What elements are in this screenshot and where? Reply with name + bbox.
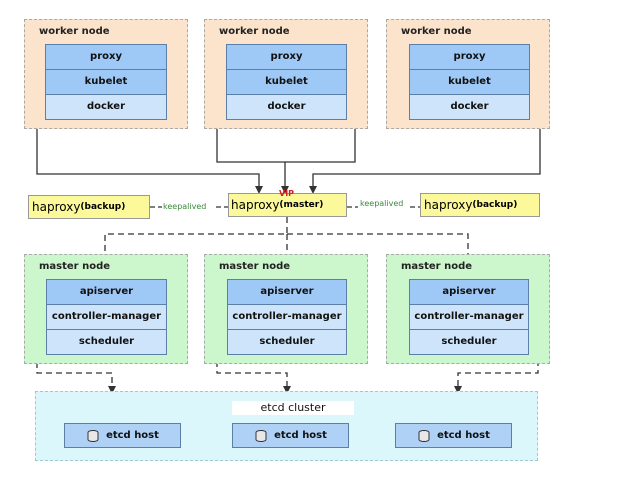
worker-node-2: worker node proxy kubelet docker xyxy=(204,19,368,129)
docker-component: docker xyxy=(410,95,529,119)
worker-node-title: worker node xyxy=(401,26,472,37)
controller-manager-component: controller-manager xyxy=(47,305,166,330)
apiserver-component: apiserver xyxy=(410,280,528,305)
master-node-1: master node apiserver controller-manager… xyxy=(24,254,188,364)
haproxy-name: haproxy xyxy=(231,198,280,212)
keepalived-label-left: keepalived xyxy=(163,202,207,211)
worker-node-title: worker node xyxy=(39,26,110,37)
apiserver-component: apiserver xyxy=(228,280,346,305)
worker-node-3: worker node proxy kubelet docker xyxy=(386,19,550,129)
controller-manager-component: controller-manager xyxy=(228,305,346,330)
kubelet-component: kubelet xyxy=(46,70,166,95)
haproxy-to-master3-line xyxy=(287,233,472,278)
keepalived-label-right: keepalived xyxy=(360,199,404,208)
worker-component-stack: proxy kubelet docker xyxy=(45,44,167,120)
etcd-host-label: etcd host xyxy=(437,430,490,441)
kubelet-component: kubelet xyxy=(410,70,529,95)
database-cylinder-icon xyxy=(87,429,99,442)
master-node-2: master node apiserver controller-manager… xyxy=(204,254,368,364)
master-component-stack: apiserver controller-manager scheduler xyxy=(409,279,529,355)
scheduler-component: scheduler xyxy=(47,330,166,354)
master3-to-etcd-line xyxy=(454,289,539,394)
haproxy-role: (backup) xyxy=(80,202,126,212)
worker-component-stack: proxy kubelet docker xyxy=(226,44,347,120)
docker-component: docker xyxy=(46,95,166,119)
haproxy-backup-left: haproxy(backup) xyxy=(28,195,150,219)
worker-component-stack: proxy kubelet docker xyxy=(409,44,530,120)
worker-node-title: worker node xyxy=(219,26,290,37)
worker-node-1: worker node proxy kubelet docker xyxy=(24,19,188,129)
kubelet-component: kubelet xyxy=(227,70,346,95)
scheduler-component: scheduler xyxy=(228,330,346,354)
etcd-host-1: etcd host xyxy=(64,423,181,448)
master-component-stack: apiserver controller-manager scheduler xyxy=(227,279,347,355)
haproxy-name: haproxy xyxy=(424,198,473,212)
database-cylinder-icon xyxy=(255,429,267,442)
proxy-component: proxy xyxy=(227,45,346,70)
docker-component: docker xyxy=(227,95,346,119)
haproxy-role: (backup) xyxy=(472,200,518,210)
etcd-host-2: etcd host xyxy=(232,423,349,448)
etcd-host-label: etcd host xyxy=(274,430,327,441)
etcd-host-3: etcd host xyxy=(395,423,512,448)
apiserver-component: apiserver xyxy=(47,280,166,305)
proxy-component: proxy xyxy=(410,45,529,70)
etcd-cluster-title: etcd cluster xyxy=(232,401,354,415)
master-component-stack: apiserver controller-manager scheduler xyxy=(46,279,167,355)
master-node-title: master node xyxy=(39,261,111,272)
master-node-title: master node xyxy=(401,261,473,272)
database-cylinder-icon xyxy=(418,429,430,442)
scheduler-component: scheduler xyxy=(410,330,528,354)
master-node-title: master node xyxy=(219,261,291,272)
haproxy-master: haproxy(master) xyxy=(228,193,347,217)
master-node-3: master node apiserver controller-manager… xyxy=(386,254,550,364)
proxy-component: proxy xyxy=(46,45,166,70)
controller-manager-component: controller-manager xyxy=(410,305,528,330)
vip-label: VIP xyxy=(279,189,295,198)
haproxy-role: (master) xyxy=(279,200,324,210)
haproxy-backup-right: haproxy(backup) xyxy=(420,193,540,217)
haproxy-name: haproxy xyxy=(32,200,81,214)
etcd-host-label: etcd host xyxy=(106,430,159,441)
